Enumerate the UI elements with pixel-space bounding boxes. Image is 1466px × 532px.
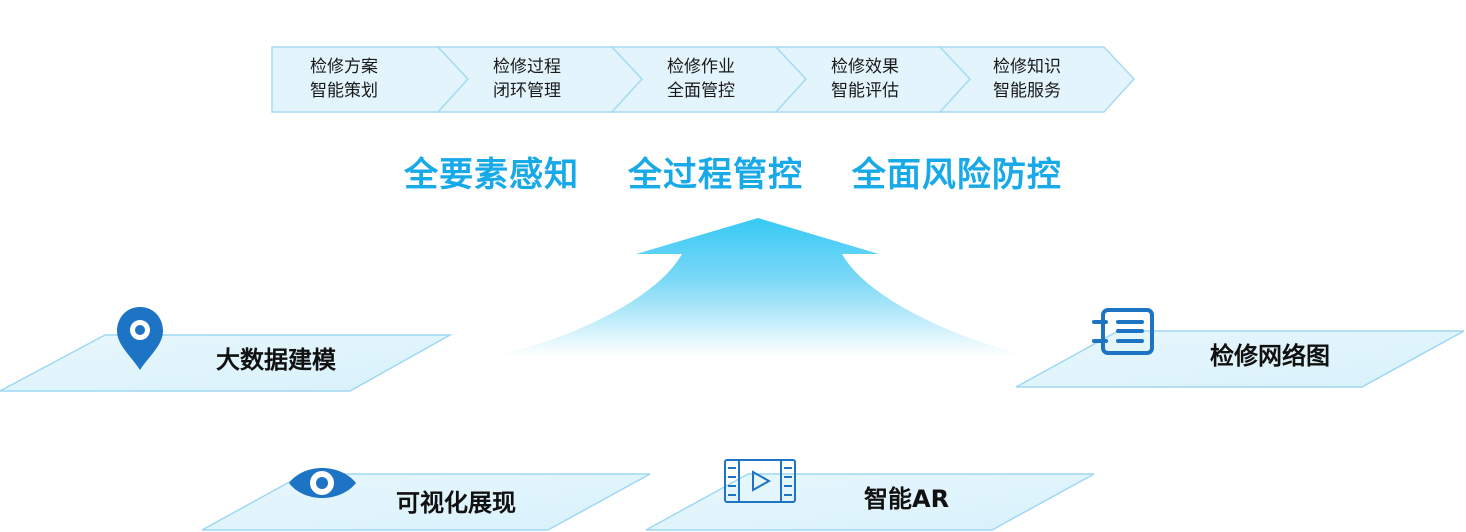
process-step-2: 检修过程 闭环管理 [457, 55, 597, 103]
slogan-row: 全要素感知 全过程管控 全面风险防控 [0, 147, 1466, 196]
process-step-4-subtitle: 智能评估 [831, 81, 899, 101]
slogan-item-3: 全面风险防控 [851, 155, 1062, 195]
upward-arrow [494, 218, 1030, 356]
process-step-4-title: 检修效果 [831, 57, 899, 77]
map-pin-icon [117, 307, 163, 370]
process-step-4: 检修效果 智能评估 [795, 55, 935, 103]
slogan-item-2: 全过程管控 [628, 155, 803, 195]
process-step-1-subtitle: 智能策划 [310, 81, 378, 101]
process-step-5-subtitle: 智能服务 [993, 81, 1061, 101]
process-step-3-title: 检修作业 [667, 57, 735, 77]
process-step-1: 检修方案 智能策划 [274, 55, 414, 103]
platform-label-visual: 可视化展现 [396, 489, 516, 517]
list-icon [1092, 308, 1154, 355]
process-step-3-subtitle: 全面管控 [667, 81, 735, 101]
platform-label-network: 检修网络图 [1210, 342, 1330, 370]
process-step-2-subtitle: 闭环管理 [493, 81, 561, 101]
platform-tile-bigdata [0, 334, 453, 392]
process-step-3: 检修作业 全面管控 [631, 55, 771, 103]
platform-label-bigdata: 大数据建模 [216, 346, 336, 374]
video-film-icon [724, 459, 796, 503]
slogan-item-1: 全要素感知 [404, 155, 580, 195]
process-step-2-title: 检修过程 [493, 57, 561, 77]
process-step-1-title: 检修方案 [310, 57, 378, 77]
process-chevron-band [271, 46, 1136, 113]
platform-label-ar: 智能AR [864, 485, 950, 513]
process-step-5-title: 检修知识 [993, 57, 1061, 77]
chevron-step-5 [938, 46, 1136, 113]
eye-icon [289, 468, 356, 498]
process-step-5: 检修知识 智能服务 [957, 55, 1097, 103]
platform-tile-network [1015, 330, 1465, 388]
